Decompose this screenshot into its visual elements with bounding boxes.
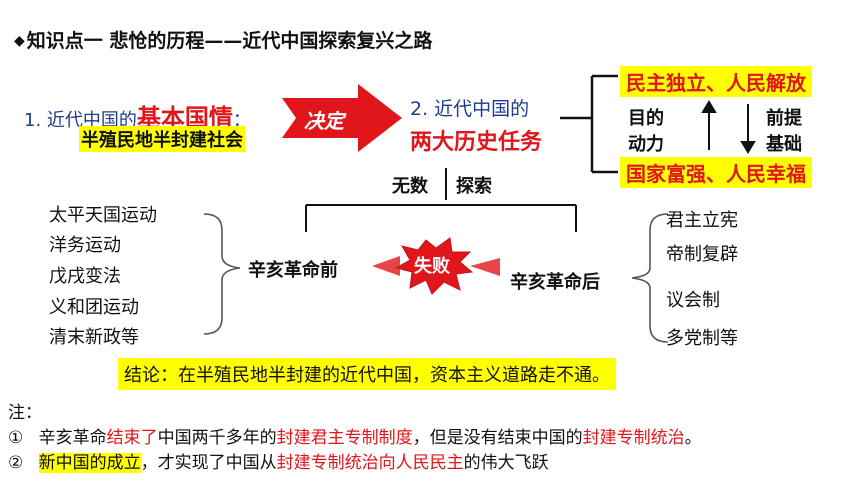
tasks-line2: 两大历史任务 — [410, 130, 543, 155]
after-item-1: 君主立宪 — [666, 210, 738, 231]
after-revolution-label: 辛亥革命后 — [510, 272, 600, 293]
right-bracket — [560, 74, 618, 174]
note-1-g: 。 — [684, 428, 702, 448]
condition-suffix: ： — [232, 110, 251, 131]
explore-right: 探索 — [456, 176, 492, 197]
before-item-5: 清末新政等 — [49, 327, 139, 348]
before-item-4: 义和团运动 — [49, 297, 139, 318]
after-item-4: 多党制等 — [666, 328, 738, 349]
note-2-d: 的伟大飞跃 — [463, 453, 549, 473]
conclusion-box: 结论：在半殖民地半封建的近代中国，资本主义道路走不通。 — [118, 358, 616, 390]
decide-label: 决定 — [304, 109, 344, 133]
label-foundation: 基础 — [766, 134, 802, 155]
notes-heading: 注： — [8, 403, 42, 423]
note-2-a: 新中国的成立 — [38, 453, 141, 473]
semi-colonial-society: 半殖民地半封建社会 — [79, 126, 245, 152]
down-arrow — [740, 104, 756, 154]
failure-burst — [372, 237, 500, 295]
before-item-3: 戊戌变法 — [49, 266, 121, 287]
note-1: ① 辛亥革命结束了中国两千多年的封建君主专制制度，但是没有结束中国的封建专制统治… — [8, 423, 702, 448]
note-2: ② 新中国的成立，才实现了中国从封建专制统治向人民民主的伟大飞跃 — [8, 448, 549, 473]
note-1-b: 结束了 — [106, 428, 158, 448]
condition-prefix: 1. 近代中国的 — [24, 110, 137, 131]
explore-left: 无数 — [392, 176, 428, 197]
title-text: 知识点一 悲怆的历程——近代中国探索复兴之路 — [26, 30, 433, 52]
up-arrow — [701, 100, 717, 150]
before-item-1: 太平天国运动 — [49, 205, 157, 226]
note-1-e: ，但是没有结束中国的 — [412, 428, 583, 448]
decide-arrow — [282, 84, 402, 152]
note-1-c: 中国两千多年的 — [157, 428, 277, 448]
goal-prosperity: 国家富强、人民幸福 — [620, 157, 812, 188]
tasks-line1: 2. 近代中国的 — [410, 98, 530, 120]
failure-label: 失败 — [414, 256, 450, 277]
right-brace — [631, 213, 669, 343]
note-2-b: ，才实现了中国从 — [140, 453, 277, 473]
before-item-2: 洋务运动 — [49, 235, 121, 256]
explore-bracket — [305, 168, 577, 232]
note-2-marker: ② — [8, 453, 24, 473]
note-1-f: 封建专制统治 — [582, 428, 685, 448]
after-item-3: 议会制 — [666, 290, 720, 311]
page-title: ◆知识点一 悲怆的历程——近代中国探索复兴之路 — [14, 26, 432, 53]
note-1-d: 封建君主专制制度 — [276, 428, 413, 448]
note-1-a: 辛亥革命 — [38, 428, 107, 448]
after-item-2: 帝制复辟 — [666, 244, 738, 265]
note-2-c: 封建专制统治向人民民主 — [276, 453, 464, 473]
note-1-marker: ① — [8, 428, 24, 448]
left-brace — [203, 213, 241, 335]
label-purpose: 目的 — [628, 108, 664, 129]
before-revolution-label: 辛亥革命前 — [248, 260, 338, 281]
diamond-icon: ◆ — [14, 33, 25, 49]
label-premise: 前提 — [766, 108, 802, 129]
goal-independence: 民主独立、人民解放 — [620, 66, 812, 97]
label-motive: 动力 — [628, 134, 664, 155]
